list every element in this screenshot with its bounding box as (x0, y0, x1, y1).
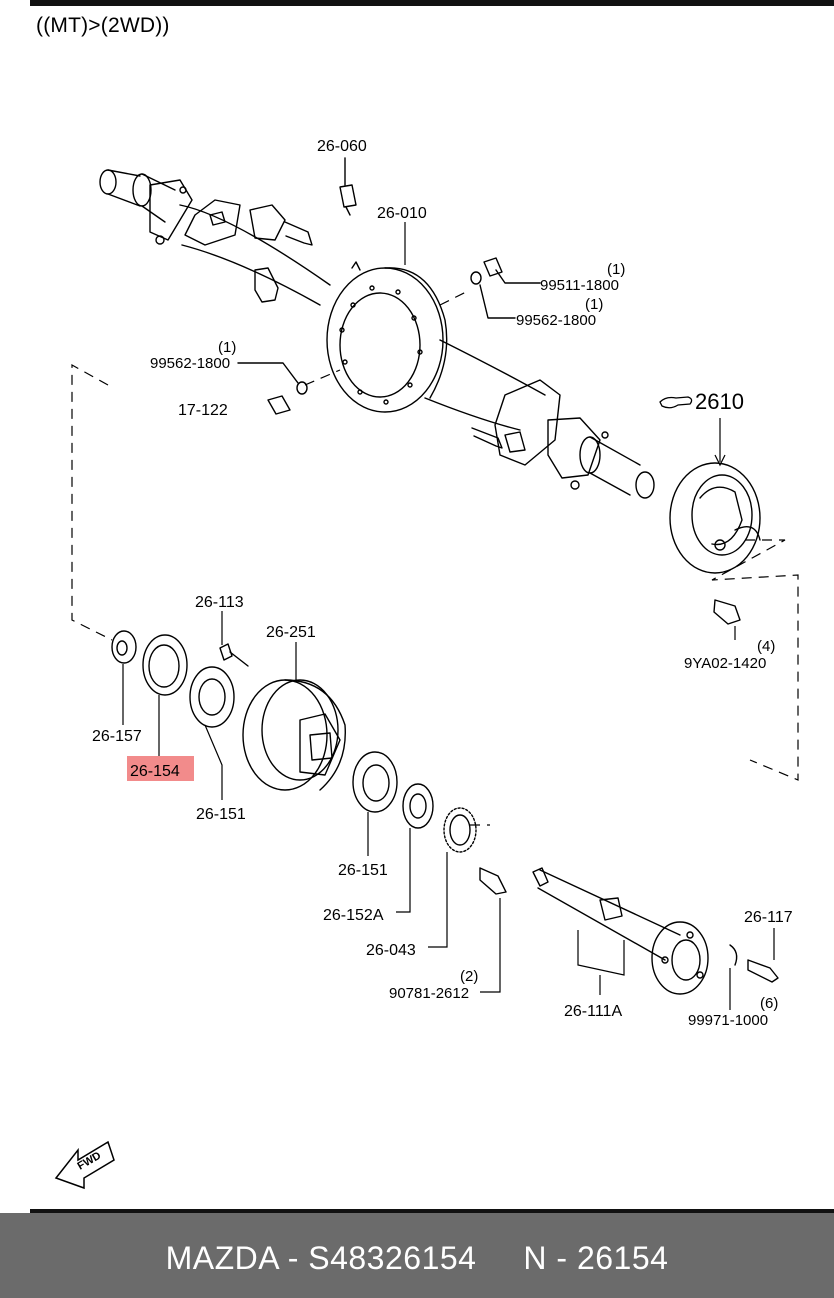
leader-lines (122, 222, 775, 1010)
label-99562-1800-a: 99562-1800 (516, 312, 596, 329)
washer-99971[interactable] (729, 944, 738, 966)
bolt-9ya02[interactable] (713, 599, 741, 625)
label-9ya02-1420: 9YA02-1420 (684, 655, 766, 672)
bolt-26-117[interactable] (747, 959, 779, 983)
hub-bolt-26-113[interactable] (219, 643, 249, 667)
footer-rule (30, 1209, 834, 1213)
variant-title: ((MT)>(2WD)) (36, 14, 170, 37)
fwd-arrow-icon (54, 1140, 115, 1190)
qty-99511: (1) (607, 261, 625, 278)
label-26-113: 26-113 (195, 594, 244, 611)
qty-90781: (2) (460, 968, 478, 985)
label-99562-1800-b: 99562-1800 (150, 355, 230, 372)
label-26-154[interactable]: 26-154 (130, 763, 180, 780)
qty-99562-a: (1) (585, 296, 603, 313)
seal-26-157[interactable] (111, 630, 137, 664)
top-rule (30, 0, 834, 6)
dashed-guides (71, 289, 799, 826)
bolt-90781[interactable] (479, 867, 507, 895)
footer-bar (0, 1213, 834, 1298)
bearing-26-151-a[interactable] (189, 666, 235, 728)
label-26-157: 26-157 (92, 728, 142, 745)
label-99511-1800: 99511-1800 (540, 277, 619, 294)
label-26-111a: 26-111A (564, 1003, 622, 1020)
highlight-26-154 (127, 756, 194, 781)
plug-17-122[interactable] (267, 381, 308, 415)
label-26-151-a: 26-151 (196, 806, 246, 823)
axle-housing[interactable] (99, 169, 655, 499)
abs-ring-26-043[interactable] (443, 807, 477, 853)
label-26-151-b: 26-151 (338, 862, 388, 879)
label-26-043: 26-043 (366, 942, 416, 959)
bearing-26-151-b[interactable] (352, 751, 398, 813)
label-26-152a: 26-152A (323, 907, 384, 924)
label-2610: 2610 (695, 389, 744, 414)
label-17-122: 17-122 (178, 402, 228, 419)
qty-99971: (6) (760, 995, 778, 1012)
pointing-hand-icon (659, 396, 693, 409)
breather-26-060[interactable] (339, 184, 357, 216)
brake-drum-26-251[interactable] (242, 679, 346, 791)
backing-plate-2610[interactable] (669, 462, 761, 574)
label-26-010: 26-010 (377, 205, 427, 222)
qty-99562-b: (1) (218, 339, 236, 356)
seal-26-154[interactable] (142, 634, 188, 696)
label-99971-1000: 99971-1000 (688, 1012, 768, 1029)
axle-shaft-26-111a[interactable] (532, 867, 709, 995)
footer-part-number: MAZDA - S48326154 N - 26154 (165, 1240, 669, 1276)
label-90781-2612: 90781-2612 (389, 985, 469, 1002)
qty-9ya02: (4) (757, 638, 775, 655)
label-26-060: 26-060 (317, 138, 367, 155)
spacer-26-152a[interactable] (402, 783, 434, 829)
label-26-117: 26-117 (744, 909, 793, 926)
plug-99511[interactable] (470, 257, 503, 285)
label-26-251: 26-251 (266, 624, 316, 641)
